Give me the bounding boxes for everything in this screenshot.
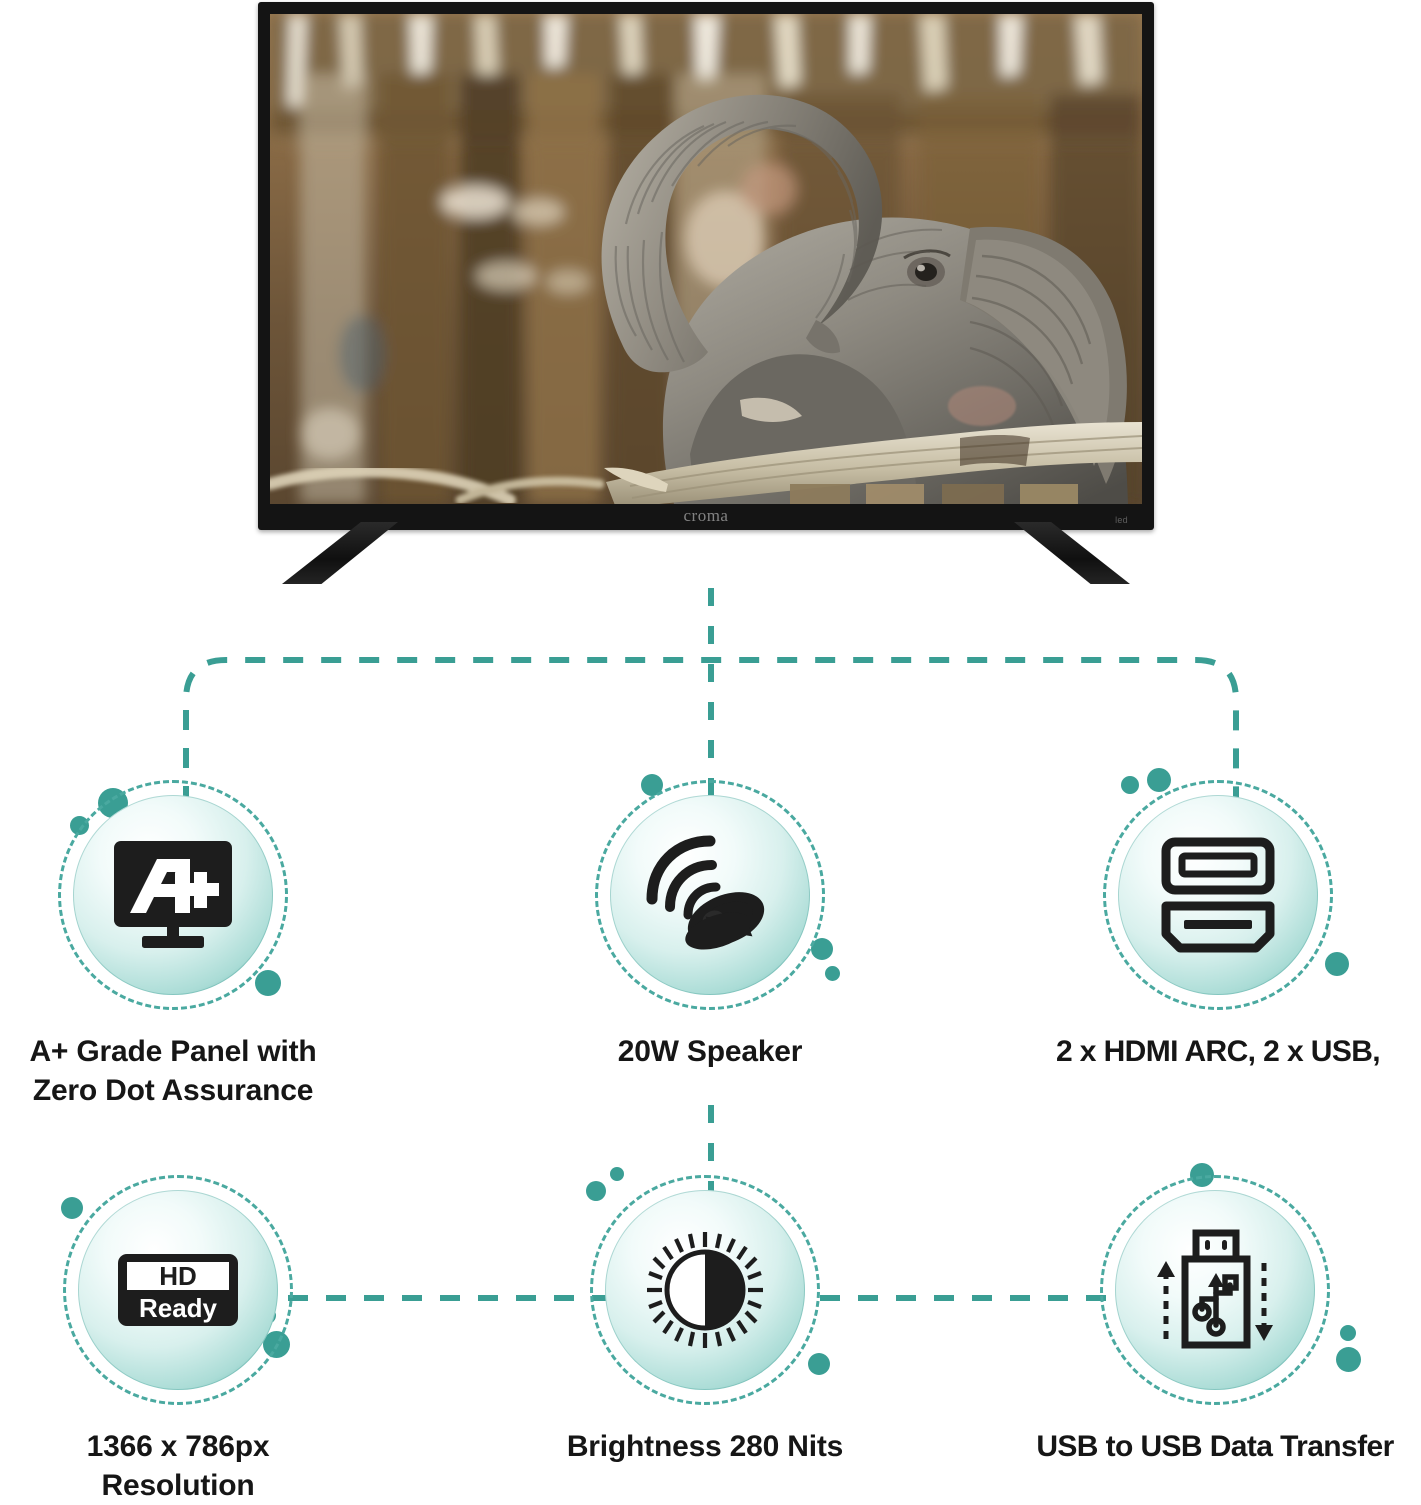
- feature-label: 2 x HDMI ARC, 2 x USB,: [1055, 1035, 1381, 1068]
- decorative-dot: [825, 966, 840, 981]
- badge-speaker: [595, 774, 840, 1010]
- decorative-dot: [808, 1353, 830, 1375]
- feature-brightness: Brightness 280 Nits: [505, 1167, 905, 1466]
- badge-hd-ready: HD Ready: [61, 1175, 293, 1405]
- badge-disc: [1118, 795, 1318, 995]
- decorative-dot: [1147, 768, 1171, 792]
- feature-usb-transfer: USB to USB Data Transfer: [1015, 1163, 1415, 1466]
- feature-label: USB to USB Data Transfer: [1036, 1430, 1394, 1463]
- badge-dashed-ring: [1103, 780, 1333, 1010]
- feature-speaker: 20W Speaker: [510, 774, 910, 1071]
- feature-a-plus-panel: A+ Grade Panel with Zero Dot Assurance: [0, 780, 373, 1110]
- feature-resolution: HD Ready 1366 x 786px Resolution: [0, 1175, 378, 1505]
- feature-ports: 2 x HDMI ARC, 2 x USB,: [1018, 768, 1418, 1071]
- feature-label: A+ Grade Panel with Zero Dot Assurance: [29, 1035, 317, 1107]
- badge-disc: [73, 795, 273, 995]
- decorative-dot: [610, 1167, 624, 1181]
- tv-brand-logo: croma: [683, 506, 729, 525]
- badge-dashed-ring: [58, 780, 288, 1010]
- decorative-dot: [1336, 1347, 1361, 1372]
- speaker-waves-icon: [646, 835, 765, 950]
- brightness-sun-icon: [647, 1232, 763, 1348]
- usb-hdmi-ports-icon: [1161, 837, 1275, 953]
- decorative-dot: [811, 938, 833, 960]
- decorative-dot: [1340, 1325, 1356, 1341]
- badge-disc: [605, 1190, 805, 1390]
- elephant-photo: [270, 14, 1142, 504]
- a-plus-monitor-icon: [114, 841, 232, 948]
- decorative-dot: [1121, 776, 1139, 794]
- decorative-dot: [1325, 952, 1349, 976]
- badge-usb-transfer: [1100, 1163, 1361, 1405]
- hd-ready-icon: HD Ready: [118, 1254, 238, 1326]
- badge-disc: [1115, 1190, 1315, 1390]
- tv-stand-leg-left: [282, 522, 398, 584]
- badge-a-plus-panel: [58, 780, 288, 1010]
- decorative-dot: [61, 1197, 83, 1219]
- badge-disc: [610, 795, 810, 995]
- decorative-dot: [641, 774, 663, 796]
- badge-dashed-ring: [590, 1175, 820, 1405]
- badge-dashed-ring: [1100, 1175, 1330, 1405]
- badge-brightness: [586, 1167, 830, 1405]
- decorative-dot: [255, 970, 281, 996]
- badge-disc: HD Ready: [78, 1190, 278, 1390]
- hd-ready-top-text: HD: [159, 1261, 197, 1291]
- tv-bezel: croma led: [258, 2, 1154, 530]
- usb-drive-transfer-icon: [1157, 1229, 1273, 1349]
- badge-dashed-ring: [595, 780, 825, 1010]
- feature-label: 1366 x 786px Resolution: [86, 1430, 270, 1502]
- decorative-dot: [586, 1181, 606, 1201]
- tv-model-mark: led: [1115, 515, 1128, 525]
- badge-dashed-ring: [63, 1175, 293, 1405]
- feature-label: 20W Speaker: [617, 1035, 803, 1068]
- television-product-image: croma led: [258, 2, 1154, 592]
- tv-screen: [270, 14, 1142, 504]
- tv-stand-leg-right: [1014, 522, 1130, 584]
- badge-ports: [1103, 768, 1349, 1010]
- feature-label: Brightness 280 Nits: [566, 1430, 844, 1463]
- hd-ready-bottom-text: Ready: [139, 1293, 218, 1323]
